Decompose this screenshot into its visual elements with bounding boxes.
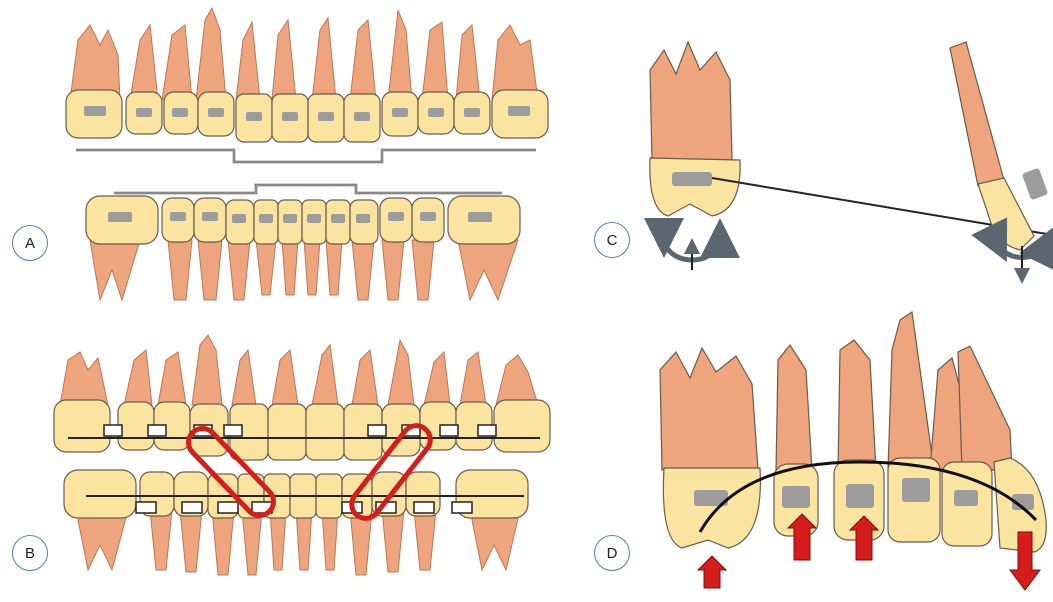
upper-arch-roots — [70, 8, 538, 100]
lower-archwire — [114, 185, 502, 193]
segment-roots — [660, 312, 1012, 470]
panel-c-illustration — [650, 42, 1053, 276]
incisor-root — [950, 42, 1004, 186]
lower-arch-roots-b — [76, 510, 520, 575]
upper-arch-roots-b — [60, 335, 538, 405]
panel-b-illustration — [54, 335, 550, 575]
lower-arch-roots — [90, 240, 518, 300]
upper-arch-crowns-b — [54, 400, 550, 460]
force-up-arrow-icon — [698, 556, 726, 588]
molar-bracket — [672, 172, 712, 186]
molar-root — [650, 42, 732, 160]
incisor-crown — [978, 178, 1034, 250]
panel-d-illustration — [660, 312, 1046, 590]
panel-label-d: D — [594, 535, 630, 571]
molar-crown — [650, 158, 740, 216]
upper-archwire — [76, 150, 536, 162]
panel-a-illustration — [66, 8, 548, 300]
panel-label-a: A — [12, 225, 48, 261]
panel-label-c: C — [594, 222, 630, 258]
incisor-bracket — [1022, 168, 1048, 200]
lower-arch-crowns — [86, 196, 520, 244]
panel-label-b: B — [12, 535, 48, 571]
